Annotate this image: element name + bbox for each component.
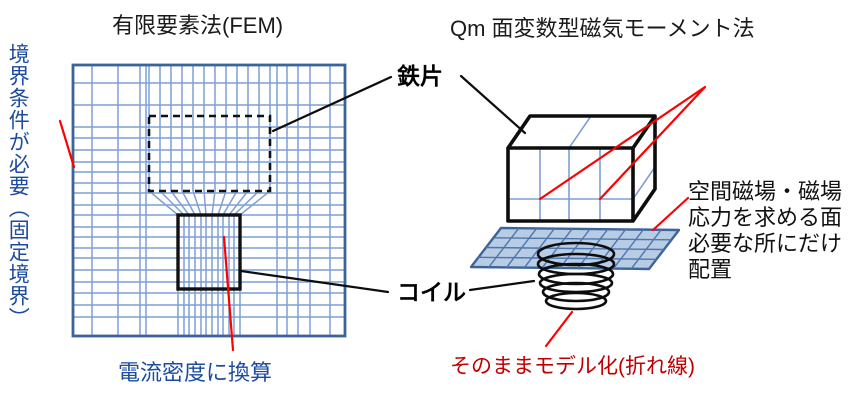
- surface-placement-note: 空間磁場・磁場 応力を求める面 必要な所にだけ 配置: [688, 179, 843, 282]
- mesh-fan-lines: [148, 65, 271, 336]
- box-top-face: [508, 116, 655, 148]
- qm-title: Qm 面変数型磁気モーメント法: [450, 16, 755, 41]
- coil-spring: [536, 241, 616, 311]
- fem-mesh: [71, 63, 347, 338]
- coil-region-outline: [176, 213, 242, 291]
- mesh-outer-border: [71, 63, 347, 338]
- mesh-horizontal-lines: [73, 82, 345, 318]
- black-leader-lines: [239, 74, 536, 294]
- boundary-condition-note: 境界条件が必要（固定境界）: [6, 43, 30, 329]
- qm-iron-box: [506, 114, 657, 223]
- iron-piece-label: 鉄片: [397, 63, 443, 89]
- iron-region-outline: [147, 114, 272, 193]
- box-face-division-lines: [508, 115, 656, 221]
- red-annotation-lines: [58, 85, 707, 352]
- fem-title: 有限要素法(FEM): [112, 13, 284, 38]
- mesh-vertical-lines: [91, 65, 331, 336]
- coil-label: コイル: [397, 279, 466, 305]
- current-density-note: 電流密度に換算: [118, 360, 273, 385]
- model-as-is-note: そのままモデル化(折れ線): [450, 355, 695, 378]
